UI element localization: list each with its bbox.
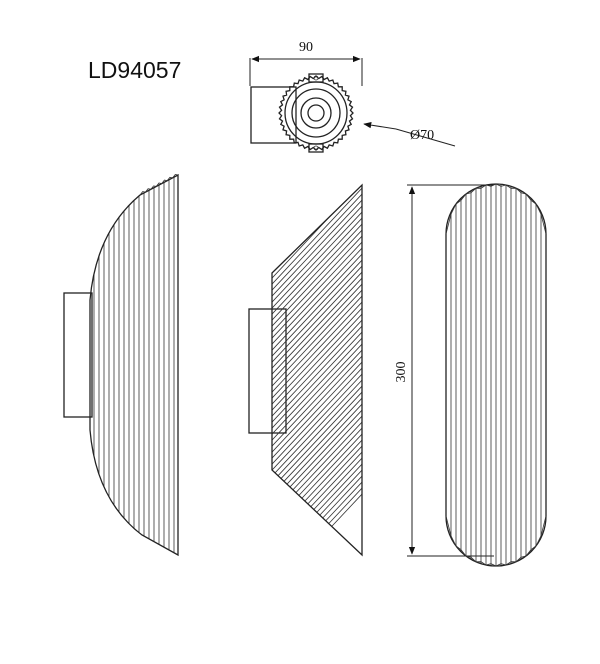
top-bracket [308,73,324,83]
front-bottom-scallop [445,515,547,567]
angled-rib [272,207,362,326]
angled-rib [272,309,362,428]
outer-ring [284,81,348,145]
side-ribs [93,175,175,555]
angled-rib [272,219,362,338]
angled-rib [272,273,362,392]
angled-rib [272,441,362,555]
angled-rib [272,357,362,476]
angled-rib [272,237,362,356]
angled-rib [272,185,362,302]
bottom-screw [313,145,319,151]
angled-rib [272,185,362,284]
angled-rib [272,393,362,512]
front-view: 300 [394,183,547,567]
angled-rib [272,351,362,470]
angled-rib [272,189,362,308]
model-code: LD94057 [88,57,181,83]
angled-rib [272,375,362,494]
angled-rib [272,201,362,320]
angled-rib [272,345,362,464]
lens-outer [300,97,332,129]
side-mount-base [63,292,93,418]
inner-ring [291,88,341,138]
angled-rib [272,249,362,368]
angled-rib [272,185,362,296]
angled-rib [272,459,362,555]
angled-rib [272,231,362,350]
angled-rib [272,387,362,506]
angled-rib [272,327,362,446]
angled-rib [272,399,362,518]
angled-rib [272,477,362,555]
front-top-scallop [445,183,547,235]
angled-rib [272,405,362,524]
angled-rib [272,381,362,500]
angled-rib [272,225,362,344]
width-dimension-label: 90 [299,40,313,55]
front-ribs [450,184,542,566]
angled-rib [272,465,362,555]
diameter-leader [395,128,456,147]
angled-rib [272,363,362,482]
angled-rib [272,447,362,555]
mount-base [250,86,297,144]
angled-rib [272,483,362,555]
angled-rib [272,369,362,488]
angled-shade-outline [271,183,363,557]
angled-rib [272,315,362,434]
angled-rib [272,303,362,422]
top-screw [313,75,319,81]
lens-inner [307,104,325,122]
angled-rib [272,333,362,452]
knurled-ring [278,75,354,151]
angled-rib [272,185,362,290]
angled-rib [272,339,362,458]
angled-rib [272,471,362,555]
top-view: 90 Ø70 [249,40,456,153]
angled-rib [272,411,362,530]
angled-rib [272,261,362,380]
angled-rib [272,435,362,554]
side-shade-outline [89,173,179,557]
side-view [63,173,179,557]
height-dimension-label: 300 [394,362,409,383]
diameter-arrow [363,121,397,130]
angled-ribs [272,185,362,555]
angled-rib [272,243,362,362]
angled-rib [272,429,362,548]
angled-rib [272,321,362,440]
angled-rib [272,213,362,332]
angled-rib [272,285,362,404]
angled-rib [272,255,362,374]
angled-rib [272,291,362,410]
angled-rib [272,423,362,542]
diameter-label: Ø70 [410,128,434,143]
angled-rib [272,297,362,416]
angled-rib [272,279,362,398]
bottom-bracket [308,143,324,153]
angled-view [248,183,363,557]
side-crest [139,173,179,196]
angled-rib [272,267,362,386]
angled-rib [272,195,362,314]
